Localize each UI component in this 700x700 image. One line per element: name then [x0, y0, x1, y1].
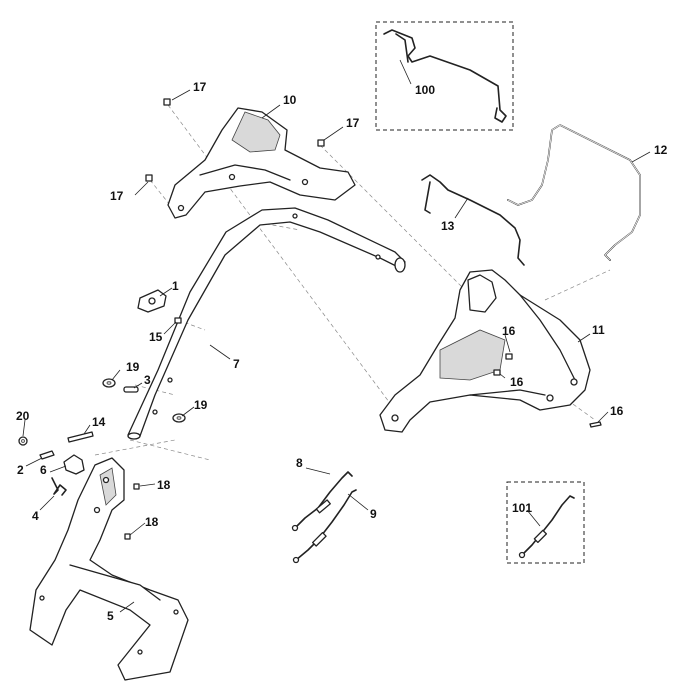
callout-17[interactable]: 17 — [193, 80, 207, 94]
callout-1[interactable]: 1 — [172, 279, 179, 293]
callout-17[interactable]: 17 — [346, 116, 360, 130]
screw-part-17[interactable] — [145, 98, 325, 182]
callout-20[interactable]: 20 — [16, 409, 30, 423]
lever-knob-part-1[interactable] — [137, 289, 167, 313]
callout-18[interactable]: 18 — [145, 515, 159, 529]
leader-lines — [22, 59, 651, 613]
nut-part-20[interactable] — [18, 436, 28, 446]
callout-8[interactable]: 8 — [296, 456, 303, 470]
callout-11[interactable]: 11 — [592, 323, 605, 337]
callout-10[interactable]: 10 — [283, 93, 297, 107]
callout-16[interactable]: 16 — [502, 324, 516, 338]
upper-cover-part[interactable] — [167, 107, 356, 219]
callout-15[interactable]: 15 — [149, 330, 163, 344]
callout-100[interactable]: 100 — [415, 83, 435, 97]
pin-part-14[interactable] — [67, 431, 94, 443]
spring-part-4[interactable] — [51, 477, 67, 496]
callout-9[interactable]: 9 — [370, 507, 377, 521]
callout-labels: 17 10 17 17 100 12 13 1 15 7 16 16 16 11… — [16, 80, 668, 623]
handle-tube-part-7[interactable] — [127, 207, 406, 440]
cable-part-8[interactable] — [291, 471, 353, 532]
cable-part-9[interactable] — [292, 489, 357, 564]
callout-13[interactable]: 13 — [441, 219, 455, 233]
pin-part-2[interactable] — [39, 450, 55, 460]
screw-part-18[interactable] — [124, 483, 140, 540]
callout-7[interactable]: 7 — [233, 357, 240, 371]
callout-19[interactable]: 19 — [194, 398, 208, 412]
cam-lever-part-6[interactable] — [63, 454, 85, 475]
lower-handle-bracket-part-5[interactable] — [29, 457, 189, 681]
control-bail-part-12[interactable] — [507, 124, 641, 261]
screw-part-15[interactable] — [174, 317, 182, 324]
callout-2[interactable]: 2 — [17, 463, 24, 477]
lower-frame-part-11[interactable] — [379, 269, 591, 433]
callout-17[interactable]: 17 — [110, 189, 124, 203]
callout-18[interactable]: 18 — [157, 478, 171, 492]
callout-19[interactable]: 19 — [126, 360, 140, 374]
screw-part-16[interactable] — [493, 353, 602, 428]
callout-16[interactable]: 16 — [510, 375, 524, 389]
callout-6[interactable]: 6 — [40, 463, 47, 477]
callout-14[interactable]: 14 — [92, 415, 106, 429]
callout-16[interactable]: 16 — [610, 404, 624, 418]
callout-101[interactable]: 101 — [512, 501, 532, 515]
callout-5[interactable]: 5 — [107, 609, 114, 623]
pin-part-3[interactable] — [123, 386, 139, 393]
callout-12[interactable]: 12 — [654, 143, 668, 157]
cable-part-101[interactable] — [506, 481, 585, 564]
callout-3[interactable]: 3 — [144, 373, 151, 387]
callout-4[interactable]: 4 — [32, 509, 39, 523]
cable-bracket-part-100[interactable] — [375, 21, 514, 131]
wire-link-part-13[interactable] — [421, 174, 525, 266]
